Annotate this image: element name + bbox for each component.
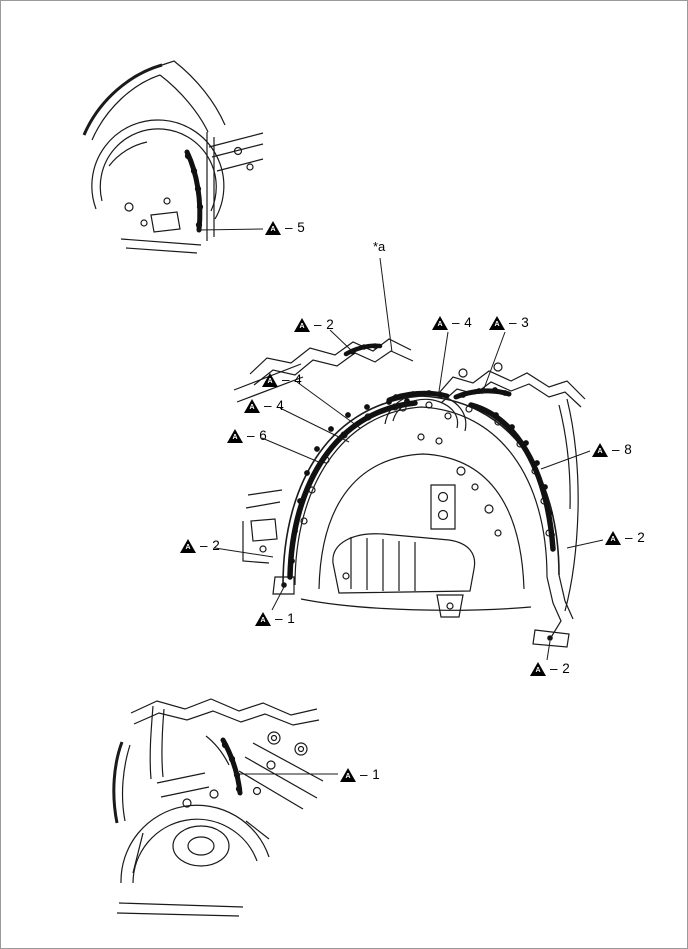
- triangle-letter: A: [185, 544, 191, 551]
- sealer-bead-upper-detail: [184, 149, 204, 233]
- callout-a8-right: A – 8: [592, 442, 632, 457]
- callout-a4-left-lower: A – 4: [244, 398, 284, 413]
- triangle-letter: A: [249, 404, 255, 411]
- triangle-letter: A: [267, 378, 273, 385]
- sealant-triangle-icon: A: [255, 611, 271, 626]
- callout-label: – 2: [550, 661, 571, 676]
- callout-a1-detail: A – 1: [340, 767, 380, 782]
- main-view-wheel-housing: [233, 338, 586, 648]
- callout-a4-top: A – 4: [432, 315, 472, 330]
- sealer-bead-lower-detail: [220, 737, 243, 796]
- sealant-triangle-icon: A: [244, 398, 260, 413]
- callout-label: – 4: [264, 398, 285, 413]
- callout-label: – 3: [509, 315, 530, 330]
- sealant-triangle-icon: A: [294, 317, 310, 332]
- triangle-letter: A: [610, 536, 616, 543]
- callout-label: – 1: [360, 767, 381, 782]
- callout-a5: A – 5: [265, 220, 305, 235]
- callout-a6-left: A – 6: [227, 428, 267, 443]
- callout-label: – 8: [612, 442, 633, 457]
- sealant-triangle-icon: A: [340, 767, 356, 782]
- triangle-letter: A: [535, 667, 541, 674]
- sealant-triangle-icon: A: [530, 661, 546, 676]
- leader-line-a5: [198, 228, 264, 231]
- triangle-letter: A: [260, 617, 266, 624]
- pointer-label-a: *a: [373, 239, 386, 254]
- sealant-triangle-icon: A: [432, 315, 448, 330]
- callout-a1-bottom: A – 1: [255, 611, 295, 626]
- sealant-triangle-icon: A: [227, 428, 243, 443]
- callout-label: – 4: [282, 372, 303, 387]
- triangle-letter: A: [299, 323, 305, 330]
- callout-a2-bottom-right: A – 2: [530, 661, 570, 676]
- sealant-triangle-icon: A: [262, 372, 278, 387]
- detail-view-upper-left: [82, 60, 264, 254]
- triangle-letter: A: [494, 321, 500, 328]
- sealant-triangle-icon: A: [592, 442, 608, 457]
- callout-a4-left-upper: A – 4: [262, 372, 302, 387]
- triangle-letter: A: [345, 773, 351, 780]
- leader-lines-main: [214, 257, 604, 661]
- sealant-triangle-icon: A: [489, 315, 505, 330]
- callout-label: – 1: [275, 611, 296, 626]
- callout-a3-top-right: A – 3: [489, 315, 529, 330]
- callout-label: – 6: [247, 428, 268, 443]
- triangle-letter: A: [232, 434, 238, 441]
- sealant-triangle-icon: A: [180, 538, 196, 553]
- triangle-letter: A: [437, 321, 443, 328]
- callout-a2-left: A – 2: [180, 538, 220, 553]
- detail-view-lower-left: [112, 698, 324, 917]
- triangle-letter: A: [270, 226, 276, 233]
- callout-label: – 2: [625, 530, 646, 545]
- callout-label: – 5: [285, 220, 306, 235]
- sealer-beads-main: [287, 343, 556, 580]
- callout-a2-right: A – 2: [605, 530, 645, 545]
- sealant-triangle-icon: A: [265, 220, 281, 235]
- callout-label: – 2: [200, 538, 221, 553]
- callout-label: – 2: [314, 317, 335, 332]
- callout-a2-top: A – 2: [294, 317, 334, 332]
- triangle-letter: A: [597, 448, 603, 455]
- sealant-triangle-icon: A: [605, 530, 621, 545]
- callout-label: – 4: [452, 315, 473, 330]
